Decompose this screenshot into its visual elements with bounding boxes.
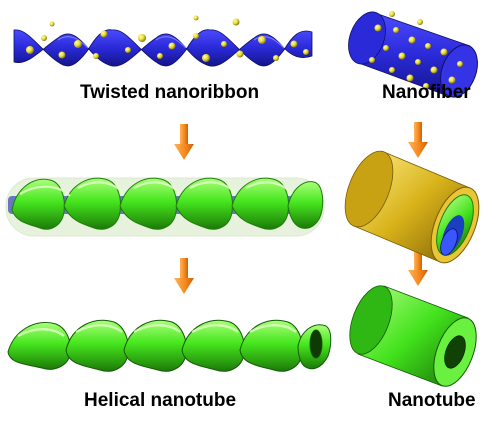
coaxial-nanofiber-figure — [344, 150, 480, 264]
twisted-nanoribbon-label: Twisted nanoribbon — [80, 82, 260, 103]
nanotube-label: Nanotube — [388, 390, 476, 411]
twisted-nanoribbon-figure — [13, 15, 313, 67]
arrow-down-icon — [174, 124, 194, 160]
nanofiber-label: Nanofiber — [382, 82, 471, 103]
helical-nanotube-label: Helical nanotube — [84, 390, 237, 411]
arrow-down-icon — [408, 122, 428, 158]
helical-nanotube-figure — [7, 319, 332, 372]
coated-ribbon-figure — [5, 177, 325, 237]
nanofiber-figure — [348, 11, 478, 98]
nanotube-figure — [349, 285, 477, 387]
arrow-down-icon — [174, 258, 194, 294]
